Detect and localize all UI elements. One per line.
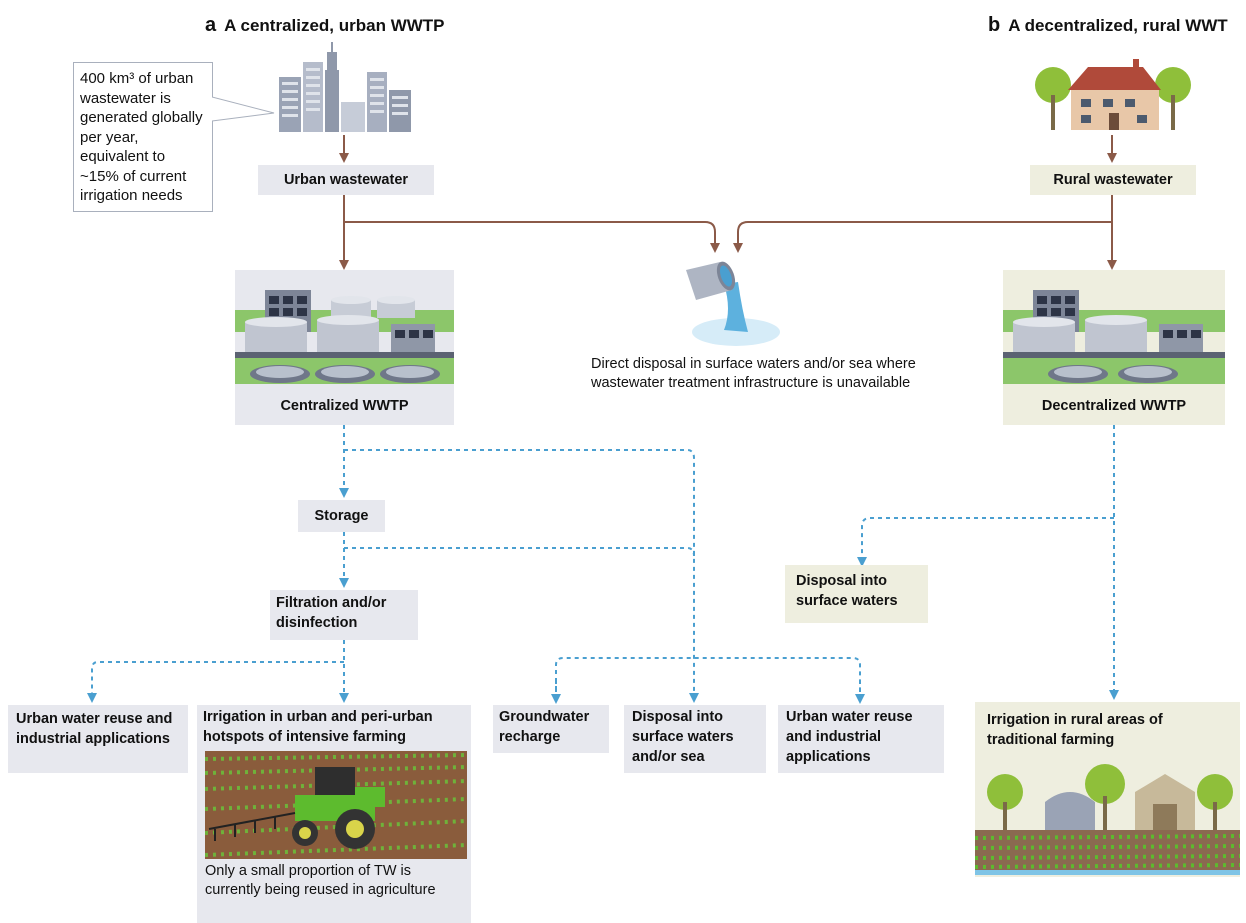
panel-b-header: b A decentralized, rural WWT (988, 14, 1228, 37)
storage-box: Storage (298, 500, 385, 532)
brown-arrows (339, 135, 1117, 270)
filtration-box: Filtration and/or disinfection (270, 590, 418, 640)
irrigation-urban-caption: Only a small proportion of TW is current… (205, 863, 436, 898)
storage-label: Storage (314, 508, 369, 524)
urban-reuse-right-box: Urban water reuse and industrial applica… (778, 705, 944, 773)
centralized-wwtp-label: Centralized WWTP (280, 398, 409, 414)
wwtp-plant-icon (235, 290, 454, 384)
city-buildings-icon (279, 42, 411, 132)
panel-b-title: A decentralized, rural WWT (1008, 16, 1228, 35)
groundwater-box: Groundwater recharge (493, 705, 609, 753)
direct-disposal-text: Direct disposal in surface waters and/or… (591, 356, 916, 391)
decentralized-wwtp-panel: Decentralized WWTP (1003, 270, 1225, 425)
panel-a-header: a A centralized, urban WWTP (205, 14, 445, 37)
stats-callout: 400 km³ of urban wastewater is generated… (73, 62, 213, 212)
urban-reuse-left-box: Urban water reuse and industrial applica… (8, 705, 188, 773)
panel-a-letter: a (205, 14, 217, 36)
centralized-wwtp-panel: Centralized WWTP (235, 270, 454, 425)
irrigation-urban-label: Irrigation in urban and peri-urban hotsp… (203, 709, 433, 745)
urban-reuse-right-label: Urban water reuse and industrial applica… (786, 709, 913, 765)
callout-pointer (212, 96, 275, 122)
drain-pipe-icon (686, 261, 780, 346)
rural-wastewater-box: Rural wastewater (1030, 165, 1196, 195)
arrow-rural-to-disposal (733, 221, 1112, 253)
arrow-urban-to-disposal (344, 221, 720, 253)
disposal-surface-label: Disposal into surface waters (796, 573, 898, 609)
panel-a-title: A centralized, urban WWTP (224, 16, 445, 35)
tractor-field-icon (205, 751, 467, 859)
house-icon (1035, 59, 1191, 130)
blue-dashed-arrows (87, 425, 1119, 704)
decentralized-wwtp-label: Decentralized WWTP (1041, 398, 1187, 414)
irrigation-rural-panel: Irrigation in rural areas of traditional… (975, 702, 1240, 877)
irrigation-rural-label: Irrigation in rural areas of traditional… (987, 712, 1163, 748)
callout-rest: wastewater is generated globally per yea… (80, 89, 203, 205)
irrigation-urban-panel: Irrigation in urban and peri-urban hotsp… (197, 705, 471, 923)
rural-wastewater-label: Rural wastewater (1053, 172, 1173, 188)
groundwater-label: Groundwater recharge (499, 709, 590, 745)
callout-line1: 400 km³ of urban (80, 70, 194, 87)
urban-wastewater-box: Urban wastewater (258, 165, 434, 195)
urban-wastewater-label: Urban wastewater (283, 172, 409, 188)
rural-farm-icon (975, 764, 1240, 875)
panel-b-letter: b (988, 14, 1001, 36)
filtration-label: Filtration and/or disinfection (276, 595, 387, 631)
wwtp-plant-icon (1003, 290, 1225, 384)
disposal-surface-box: Disposal into surface waters (785, 565, 928, 623)
disposal-sea-box: Disposal into surface waters and/or sea (624, 705, 766, 773)
urban-reuse-left-label: Urban water reuse and industrial applica… (16, 711, 173, 747)
disposal-sea-label: Disposal into surface waters and/or sea (632, 709, 734, 765)
